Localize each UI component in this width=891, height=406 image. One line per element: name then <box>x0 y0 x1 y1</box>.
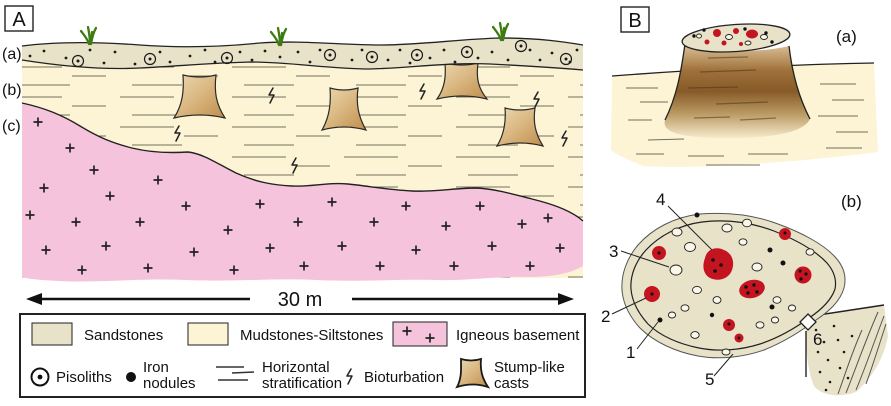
callout-3: 3 <box>609 242 618 261</box>
igneous-label: Igneous basement <box>456 327 580 344</box>
stump-cast <box>172 74 227 119</box>
scale-label: 30 m <box>278 289 322 311</box>
trunk-body <box>664 44 810 139</box>
cast-outer-outline <box>621 212 846 359</box>
pisolith-symbols <box>71 39 573 68</box>
legend: Sandstones Mudstones-Siltstones Igneous … <box>19 313 586 398</box>
panel-b: B <box>601 6 888 396</box>
stump-legend-icon <box>455 357 491 389</box>
cast-white-vugs <box>667 218 815 356</box>
stump-like-casts <box>172 62 545 147</box>
view-b-label: (b) <box>841 192 862 211</box>
wedge-stipple <box>814 324 854 392</box>
nodule-dots <box>650 231 808 340</box>
layer-label-b: (b) <box>2 82 22 99</box>
slab-dashes <box>626 83 868 166</box>
basement-fill <box>22 103 583 282</box>
basement-contact-line <box>21 102 584 222</box>
pisoliths-label: Pisoliths <box>56 369 112 386</box>
iron-label-line1: Iron <box>143 359 169 376</box>
stratification-legend-icon <box>216 366 255 381</box>
stump-label-line1: Stump-like <box>494 359 565 376</box>
iron-label-line2: nodules <box>143 375 196 392</box>
callout-5: 5 <box>705 370 714 389</box>
sandstone-bottom-line <box>21 59 584 71</box>
stratification-label-line2: stratification <box>262 375 342 392</box>
stratification-label-line1: Horizontal <box>262 359 330 376</box>
cut-marker-diamond <box>799 313 817 331</box>
panel-a: A (a) (b) (c) 30 m <box>2 5 584 311</box>
stump-cast <box>320 87 368 131</box>
mudstone-label: Mudstones-Siltstones <box>240 327 383 344</box>
callout-6: 6 <box>813 330 822 349</box>
panel-b-label: B <box>628 10 641 32</box>
trunk-right-edge <box>788 45 811 120</box>
scale-bar <box>26 293 574 305</box>
callout-2: 2 <box>601 307 610 326</box>
trunk-left-edge <box>664 43 686 121</box>
iron-nodule-legend-icon <box>126 372 136 382</box>
callout-4: 4 <box>656 190 665 209</box>
sandstone-swatch <box>31 322 73 346</box>
legend-box <box>19 313 586 398</box>
callout-leaders <box>611 205 734 377</box>
stump-cast <box>495 107 545 147</box>
panel-b-label-box <box>620 6 650 33</box>
panel-b-view-b: 4 3 2 1 5 6 (b) <box>601 190 888 396</box>
callout-1: 1 <box>626 343 635 362</box>
igneous-basement <box>21 102 584 282</box>
sandstone-fill <box>22 38 583 70</box>
stump-cast <box>435 62 489 100</box>
panel-a-label-box <box>4 5 34 32</box>
sandstone-label: Sandstones <box>84 327 163 344</box>
trunk-top-surface <box>681 23 791 53</box>
layer-label-c: (c) <box>2 118 21 135</box>
stump-label-line2: casts <box>494 375 529 392</box>
mudstone-swatch <box>187 322 229 346</box>
cast-black-dots <box>657 212 786 323</box>
trunk-top-contents <box>692 27 774 46</box>
panel-a-label: A <box>12 9 26 31</box>
cast-red-nodules <box>644 228 812 343</box>
pisolith-legend-icon <box>30 367 50 387</box>
trunk-streaks <box>687 56 777 121</box>
view-a-label: (a) <box>836 27 857 46</box>
bioturbation-label: Bioturbation <box>364 369 444 386</box>
igneous-swatch <box>392 321 448 347</box>
layer-label-a: (a) <box>2 46 22 63</box>
panel-b-view-a: (a) <box>611 23 878 167</box>
